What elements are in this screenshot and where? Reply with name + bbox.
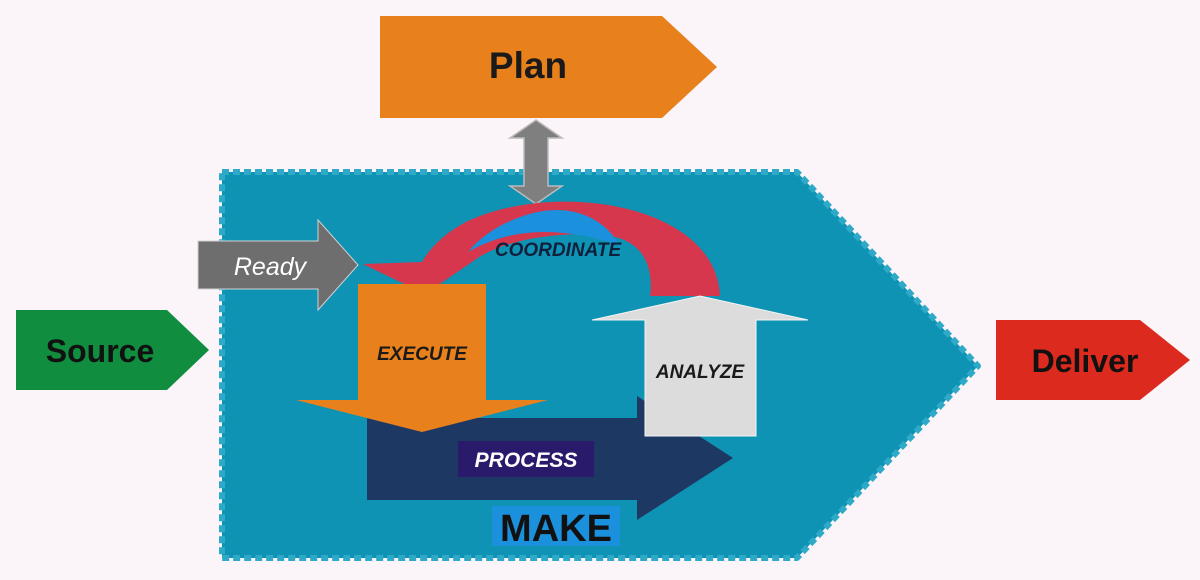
source-label: Source	[46, 333, 154, 369]
source-arrow	[16, 310, 209, 390]
execute-label: EXECUTE	[377, 344, 468, 365]
coordinate-arrow	[363, 201, 720, 296]
process-label-box	[458, 441, 594, 477]
deliver-arrow	[996, 320, 1190, 400]
analyze-label: ANALYZE	[655, 362, 746, 383]
process-label: PROCESS	[475, 449, 578, 472]
deliver-label: Deliver	[1032, 343, 1139, 379]
plan-make-connector-arrow	[507, 119, 565, 205]
coordinate-label: COORDINATE	[495, 240, 623, 261]
make-label: MAKE	[500, 508, 612, 550]
analyze-arrow	[591, 295, 809, 437]
ready-label: Ready	[234, 253, 308, 281]
execute-arrow	[296, 284, 548, 432]
plan-arrow	[380, 16, 717, 118]
coordinate-center-highlight	[468, 210, 620, 252]
ready-arrow	[197, 218, 359, 312]
make-label-box	[492, 506, 620, 546]
plan-label: Plan	[489, 45, 567, 86]
